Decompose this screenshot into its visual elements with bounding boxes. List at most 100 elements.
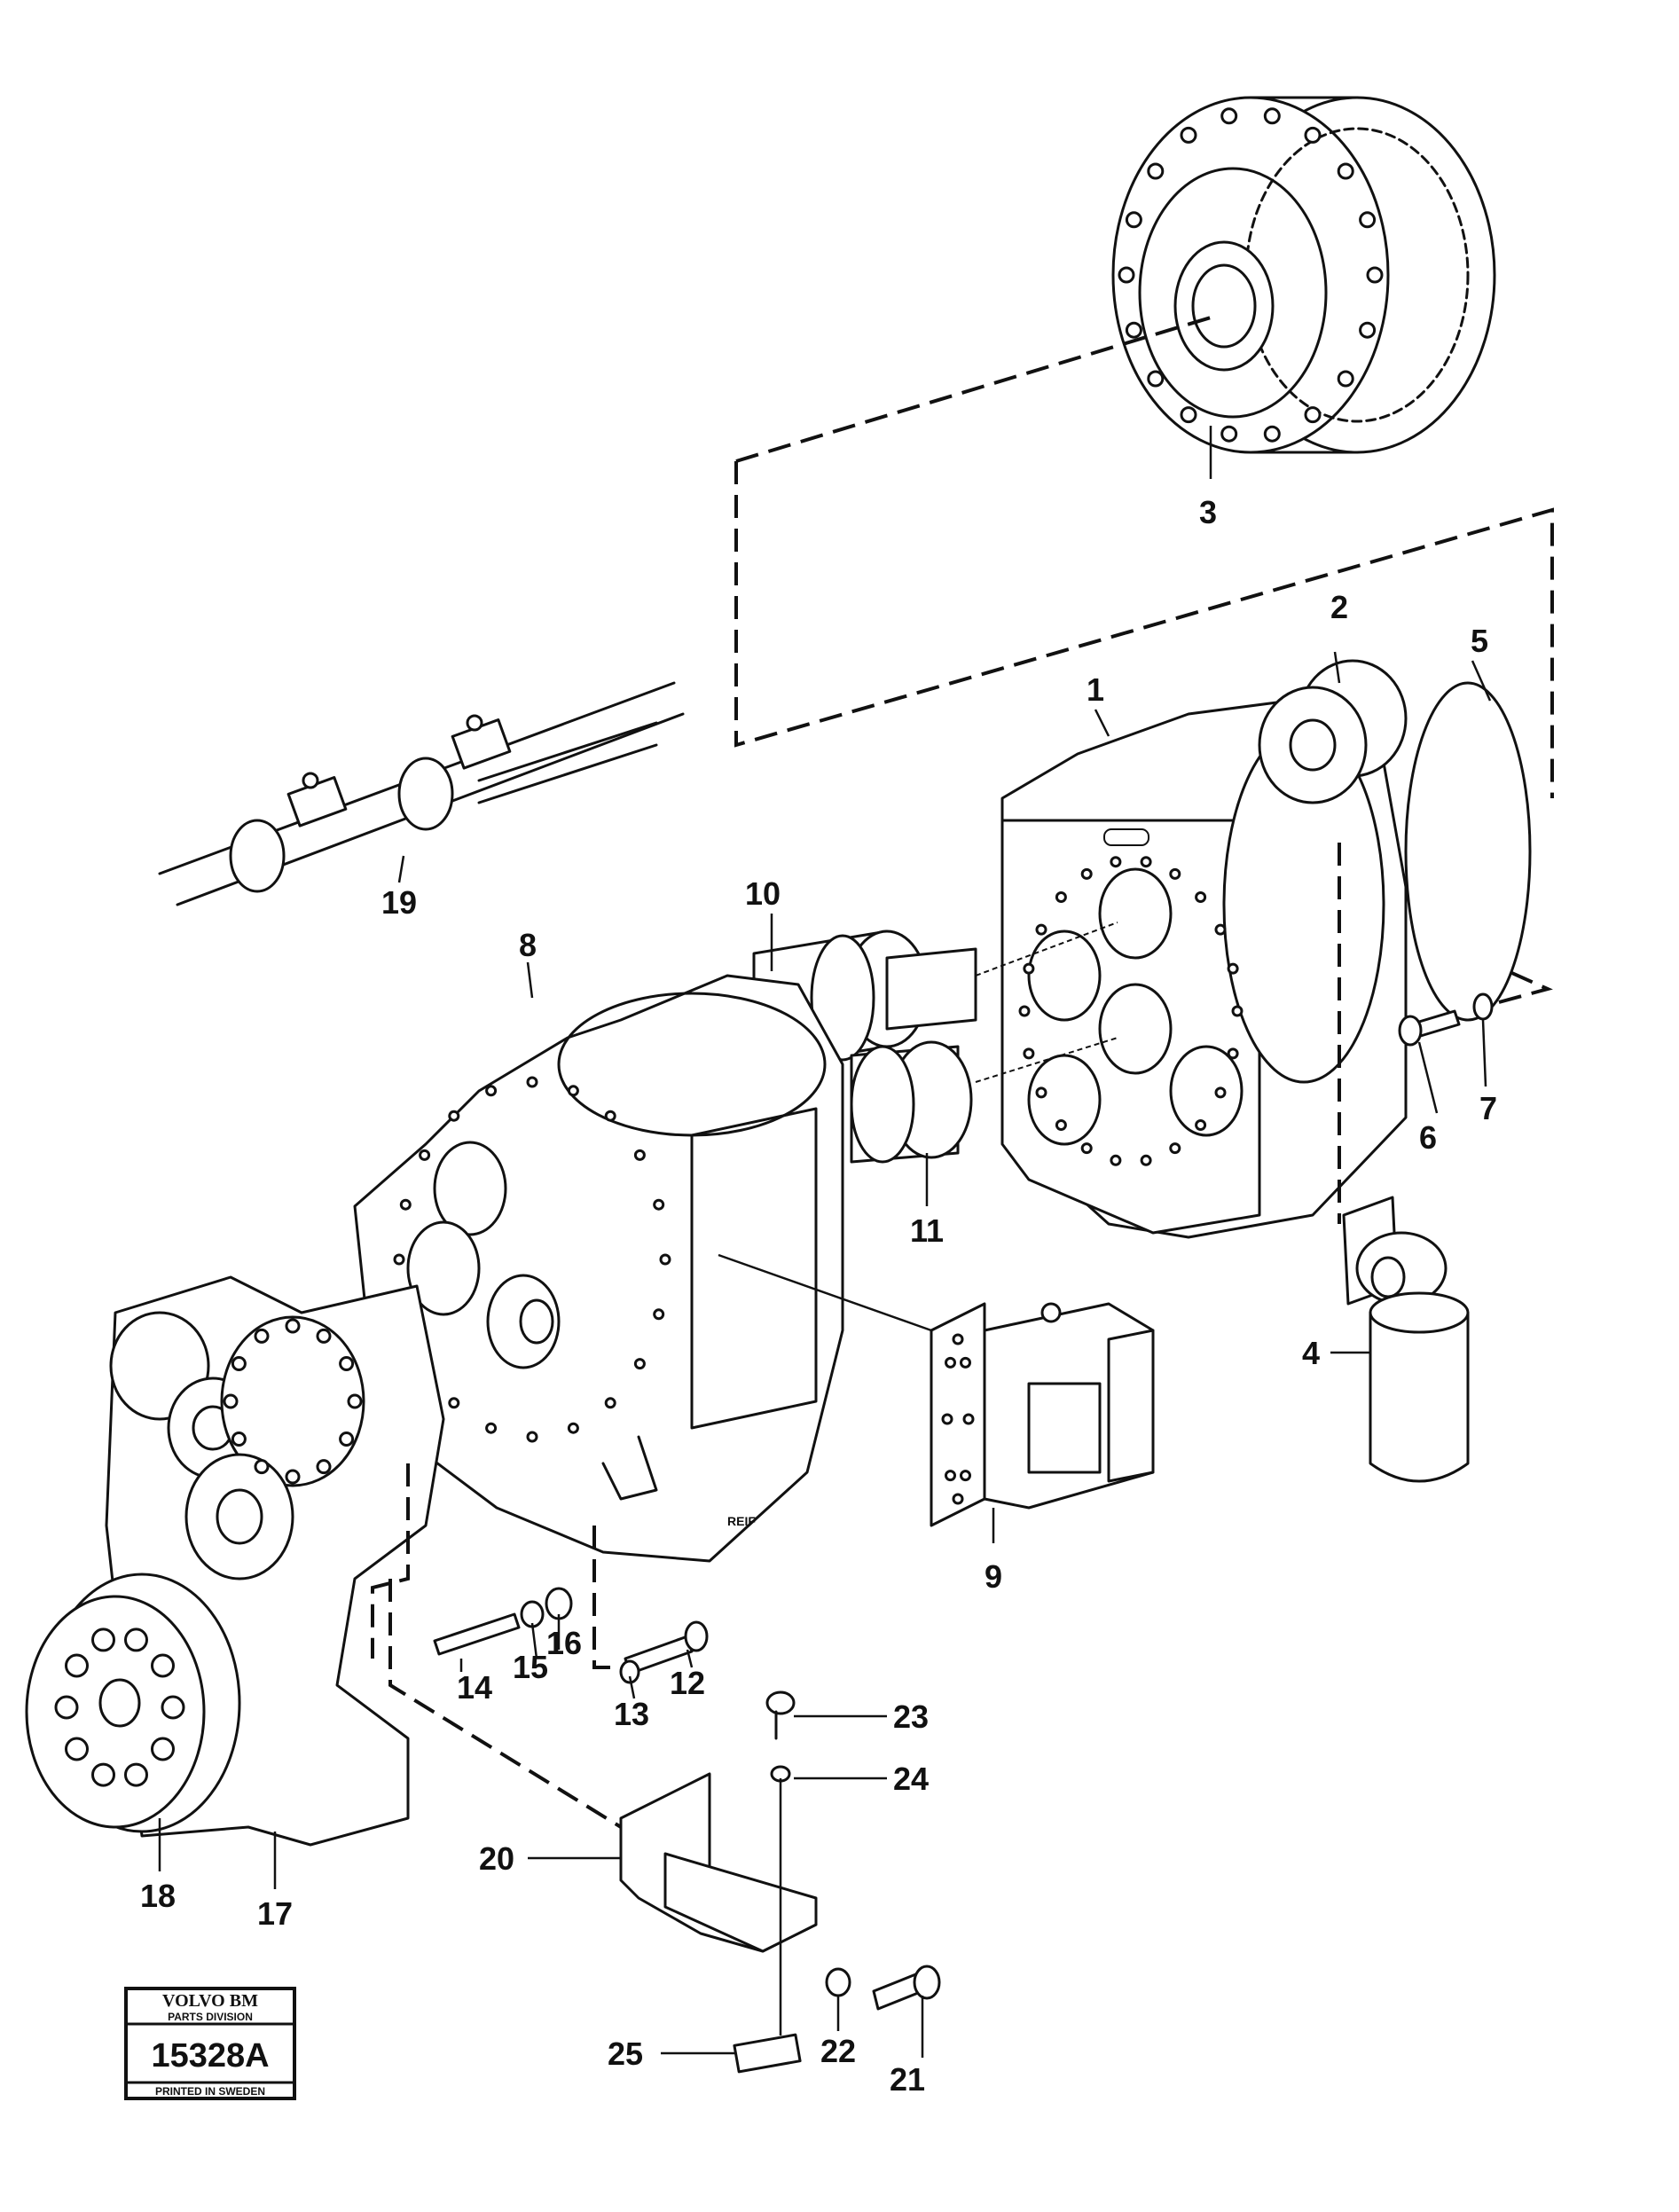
bolt-hole xyxy=(1080,1142,1093,1155)
bolt-hole xyxy=(604,1110,616,1122)
callout-13: 13 xyxy=(614,1696,649,1732)
bolt-hole xyxy=(316,1459,332,1475)
callout-17: 17 xyxy=(257,1895,293,1932)
casting-mark: REIF xyxy=(727,1514,756,1528)
bolt-hole xyxy=(1035,1086,1047,1099)
bolt-hole xyxy=(285,1469,301,1485)
callout-3: 3 xyxy=(1199,494,1217,530)
callout-10: 10 xyxy=(745,875,781,912)
leader-lines xyxy=(158,426,1492,2058)
flange-bolt xyxy=(65,1653,89,1678)
stamp-footer: PRINTED IN SWEDEN xyxy=(155,2085,265,2098)
bolt-hole xyxy=(1220,107,1238,125)
bolt-hole xyxy=(1195,891,1207,903)
stamp-brand: VOLVO BM xyxy=(162,1991,258,2011)
callout-7: 7 xyxy=(1479,1090,1497,1126)
bolt-hole xyxy=(1214,1086,1227,1099)
callout-5: 5 xyxy=(1471,623,1488,659)
callout-18: 18 xyxy=(140,1878,176,1914)
bolt-hole xyxy=(653,1308,665,1321)
bolt-hole xyxy=(1366,266,1384,284)
transmission-housing xyxy=(1000,699,1408,1239)
callout-2: 2 xyxy=(1330,589,1348,625)
bolt-hole xyxy=(448,1110,460,1122)
bolt-hole xyxy=(1304,406,1322,424)
bolt-hole xyxy=(526,1431,538,1443)
bolt-hole xyxy=(1359,321,1377,339)
bolt-hole xyxy=(254,1459,270,1475)
bolt-hole xyxy=(604,1397,616,1409)
bolt-hole xyxy=(1214,923,1227,936)
screw-and-washer xyxy=(1398,969,1553,1047)
bolt-hole xyxy=(952,1333,964,1345)
bolt-hole xyxy=(1304,126,1322,144)
flange-bolt xyxy=(151,1653,175,1678)
bolt-hole xyxy=(223,1393,239,1409)
assembly-frame-line xyxy=(734,461,1554,798)
bolt-hole xyxy=(1337,370,1354,388)
callout-16: 16 xyxy=(546,1625,582,1661)
bracket-assembly xyxy=(388,1579,941,2074)
bolt-hole xyxy=(1023,1047,1035,1060)
bolt-hole xyxy=(945,1356,956,1369)
bolt-hole xyxy=(952,1493,964,1505)
bolt-hole xyxy=(659,1253,671,1266)
assembly-frame-line-top xyxy=(735,313,1220,463)
bolt-hole xyxy=(1263,107,1281,125)
bolt-hole xyxy=(1035,923,1047,936)
callout-14: 14 xyxy=(457,1669,492,1706)
bolt-hole xyxy=(1110,856,1122,868)
bolt-hole xyxy=(347,1393,363,1409)
o-ring-seal xyxy=(1404,681,1532,1022)
bolt-hole xyxy=(1220,425,1238,443)
callout-21: 21 xyxy=(890,2061,925,2098)
flange-bolt xyxy=(54,1695,79,1720)
bolt-hole xyxy=(567,1085,579,1097)
callout-15: 15 xyxy=(513,1649,548,1685)
bolt-hole xyxy=(526,1076,538,1088)
flange-bolt xyxy=(91,1762,115,1787)
flange-bolt xyxy=(91,1628,115,1652)
hose-assembly xyxy=(158,681,685,906)
bolt-hole xyxy=(448,1397,460,1409)
bolt-hole xyxy=(1180,406,1197,424)
bolt-hole xyxy=(485,1422,498,1434)
oil-filter xyxy=(1342,1196,1470,1483)
callout-12: 12 xyxy=(670,1665,705,1701)
valve-guide-line xyxy=(718,1253,932,1332)
oil-pump xyxy=(1258,659,1408,804)
stamp-number: 15328A xyxy=(151,2037,269,2075)
bolt-hole xyxy=(1125,321,1142,339)
bolt-hole xyxy=(339,1432,355,1447)
bolt-hole xyxy=(231,1356,247,1371)
bolt-hole xyxy=(254,1328,270,1344)
bolt-hole xyxy=(1147,370,1165,388)
bolt-hole xyxy=(316,1328,332,1344)
bolt-hole xyxy=(393,1253,405,1266)
callout-4: 4 xyxy=(1302,1335,1320,1371)
callout-6: 6 xyxy=(1419,1119,1437,1156)
callout-1: 1 xyxy=(1087,671,1104,708)
bolt-hole xyxy=(485,1085,498,1097)
bolt-hole xyxy=(962,1413,975,1425)
flange-bolt xyxy=(124,1762,148,1787)
bolt-hole xyxy=(1055,1119,1067,1131)
bolt-hole xyxy=(1195,1119,1207,1131)
bolt-hole xyxy=(1231,1005,1244,1017)
bolt-hole xyxy=(1080,867,1093,880)
bolt-hole xyxy=(633,1149,646,1161)
callout-8: 8 xyxy=(519,927,537,963)
bolt-hole xyxy=(1140,856,1152,868)
callout-11: 11 xyxy=(910,1212,944,1249)
callout-19: 19 xyxy=(381,884,417,921)
flange-bolt xyxy=(151,1737,175,1761)
bolt-hole xyxy=(1140,1154,1152,1166)
bolt-hole xyxy=(960,1356,971,1369)
bolt-hole xyxy=(960,1470,971,1482)
bolt-hole xyxy=(1180,126,1197,144)
callout-labels: 1 2 3 4 5 6 7 8 9 10 11 12 13 14 15 16 1… xyxy=(140,494,1497,2098)
flange-bolt xyxy=(161,1695,185,1720)
volvo-bm-stamp: VOLVO BM PARTS DIVISION 15328A PRINTED I… xyxy=(124,1987,296,2100)
torque-converter xyxy=(1111,96,1496,454)
